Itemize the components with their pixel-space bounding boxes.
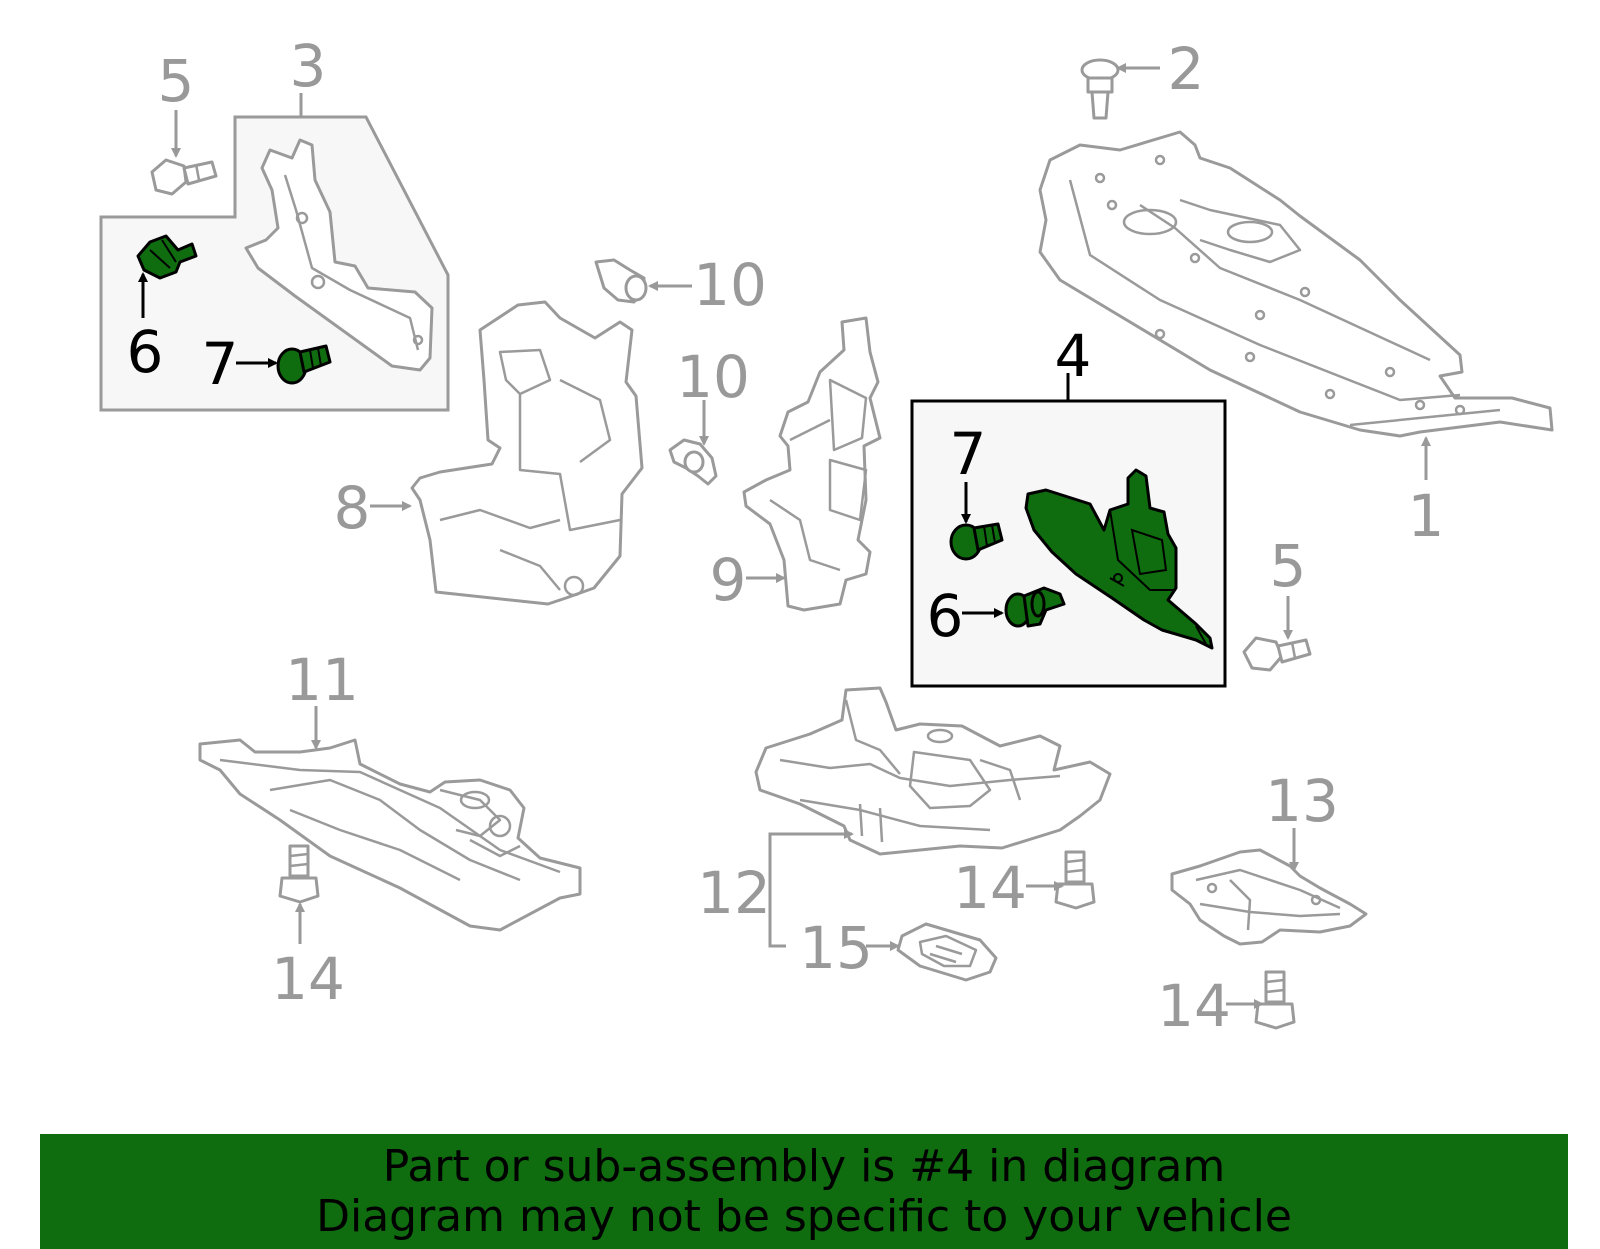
- part-14-bolt-left: [278, 844, 320, 904]
- part-5-bolt-right: [1242, 636, 1312, 672]
- part-15-service-lid: [896, 922, 998, 982]
- part-10-clip-lower: [668, 438, 718, 486]
- callout-3: 3: [290, 32, 327, 100]
- part-6-clip-left: [136, 234, 198, 280]
- part-11-undercover: [198, 738, 582, 932]
- callout-1: 1: [1408, 482, 1445, 550]
- callout-labels: 1 2 3 4 5 5 6 6 7 7 8 9 10 10 11 12 13 1…: [127, 32, 1445, 1040]
- callout-8: 8: [334, 474, 371, 542]
- callout-7-left: 7: [202, 330, 239, 398]
- part-2-clip: [1080, 58, 1120, 120]
- callout-13: 13: [1265, 767, 1339, 835]
- callout-10-upper: 10: [693, 251, 767, 319]
- part-4-deflector[interactable]: [1024, 468, 1214, 650]
- part-1-shield: [1038, 130, 1554, 438]
- callout-10-lower: 10: [676, 343, 750, 411]
- part-12-undercover: [754, 686, 1112, 856]
- part-14-bolt-right: [1254, 970, 1296, 1030]
- callout-9: 9: [710, 546, 747, 614]
- part-7-bolt-right: [949, 522, 1004, 561]
- leader-lines: [138, 63, 1431, 1009]
- part-3-bracket: [244, 138, 434, 372]
- part-10-clip-upper: [594, 258, 648, 304]
- part-5-bolt-top: [150, 158, 218, 196]
- callout-6-left: 6: [127, 318, 164, 386]
- callout-2: 2: [1168, 35, 1205, 103]
- callout-14-right: 14: [1157, 972, 1231, 1040]
- callout-6-right: 6: [927, 582, 964, 650]
- part-7-bolt-left: [276, 344, 332, 385]
- callout-4: 4: [1055, 322, 1092, 390]
- callout-11: 11: [285, 646, 359, 714]
- part-6-clip-right: [1004, 586, 1066, 628]
- info-banner: Part or sub-assembly is #4 in diagram Di…: [40, 1134, 1568, 1249]
- part-9-side-guide: [742, 316, 882, 612]
- callout-12: 12: [697, 859, 771, 927]
- callout-5-top: 5: [158, 47, 195, 115]
- banner-line-2: Diagram may not be specific to your vehi…: [316, 1190, 1292, 1242]
- part-8-side-guide: [410, 300, 644, 606]
- callout-7-right: 7: [950, 420, 987, 488]
- callout-14-middle: 14: [953, 854, 1027, 922]
- part-13-cover: [1170, 848, 1368, 946]
- callout-15: 15: [799, 914, 873, 982]
- callout-14-left: 14: [271, 945, 345, 1013]
- banner-line-1: Part or sub-assembly is #4 in diagram: [382, 1140, 1226, 1192]
- callout-5-right: 5: [1270, 532, 1307, 600]
- part-14-bolt-middle: [1054, 850, 1096, 910]
